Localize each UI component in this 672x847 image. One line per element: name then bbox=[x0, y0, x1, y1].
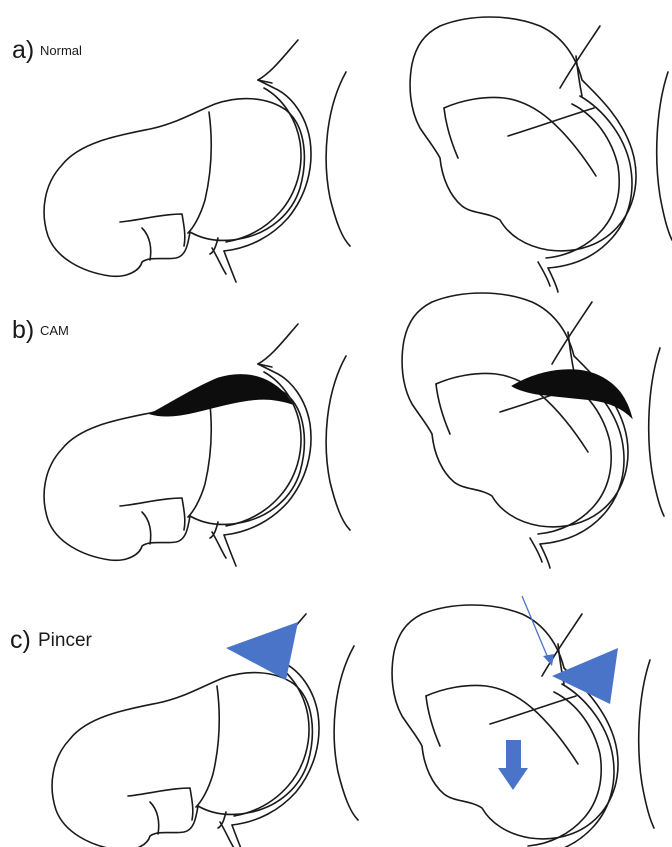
cam-lesion bbox=[512, 370, 632, 418]
acetabulum-arc bbox=[530, 302, 664, 568]
femoral-head-drawing bbox=[52, 673, 312, 847]
pincer-left-view bbox=[52, 614, 358, 847]
acetabulum-arc bbox=[210, 40, 350, 282]
impingement-arrow bbox=[522, 596, 548, 658]
acetabulum-arc bbox=[520, 614, 654, 847]
panel-a-label: a) Normal bbox=[12, 36, 82, 64]
acetabulum-arc bbox=[210, 324, 350, 566]
panel-a-letter: a) bbox=[12, 36, 34, 64]
panel-c-name: Pincer bbox=[38, 630, 93, 651]
normal-left-view bbox=[44, 40, 350, 282]
femoral-head-drawing bbox=[402, 293, 628, 527]
femoral-head-drawing bbox=[392, 605, 618, 839]
panel-a-name: Normal bbox=[40, 43, 82, 58]
cam-right-view bbox=[402, 293, 664, 568]
cam-lesion bbox=[150, 375, 292, 417]
normal-right-view bbox=[410, 17, 672, 292]
pincer-right-view bbox=[392, 596, 654, 847]
panel-c-label: c) Pincer bbox=[10, 626, 93, 654]
panel-b-label: b) CAM bbox=[12, 316, 69, 344]
pincer-arrowhead bbox=[226, 622, 298, 680]
impingement-arrowhead bbox=[498, 768, 528, 790]
cam-left-view bbox=[44, 324, 350, 566]
femoral-head-drawing bbox=[44, 99, 304, 277]
panel-c-letter: c) bbox=[10, 626, 31, 654]
panel-b-letter: b) bbox=[12, 316, 34, 344]
acetabulum-arc bbox=[538, 26, 672, 292]
panel-b-name: CAM bbox=[40, 323, 69, 338]
impingement-arrow bbox=[506, 740, 521, 770]
femoral-head-drawing bbox=[410, 17, 636, 251]
